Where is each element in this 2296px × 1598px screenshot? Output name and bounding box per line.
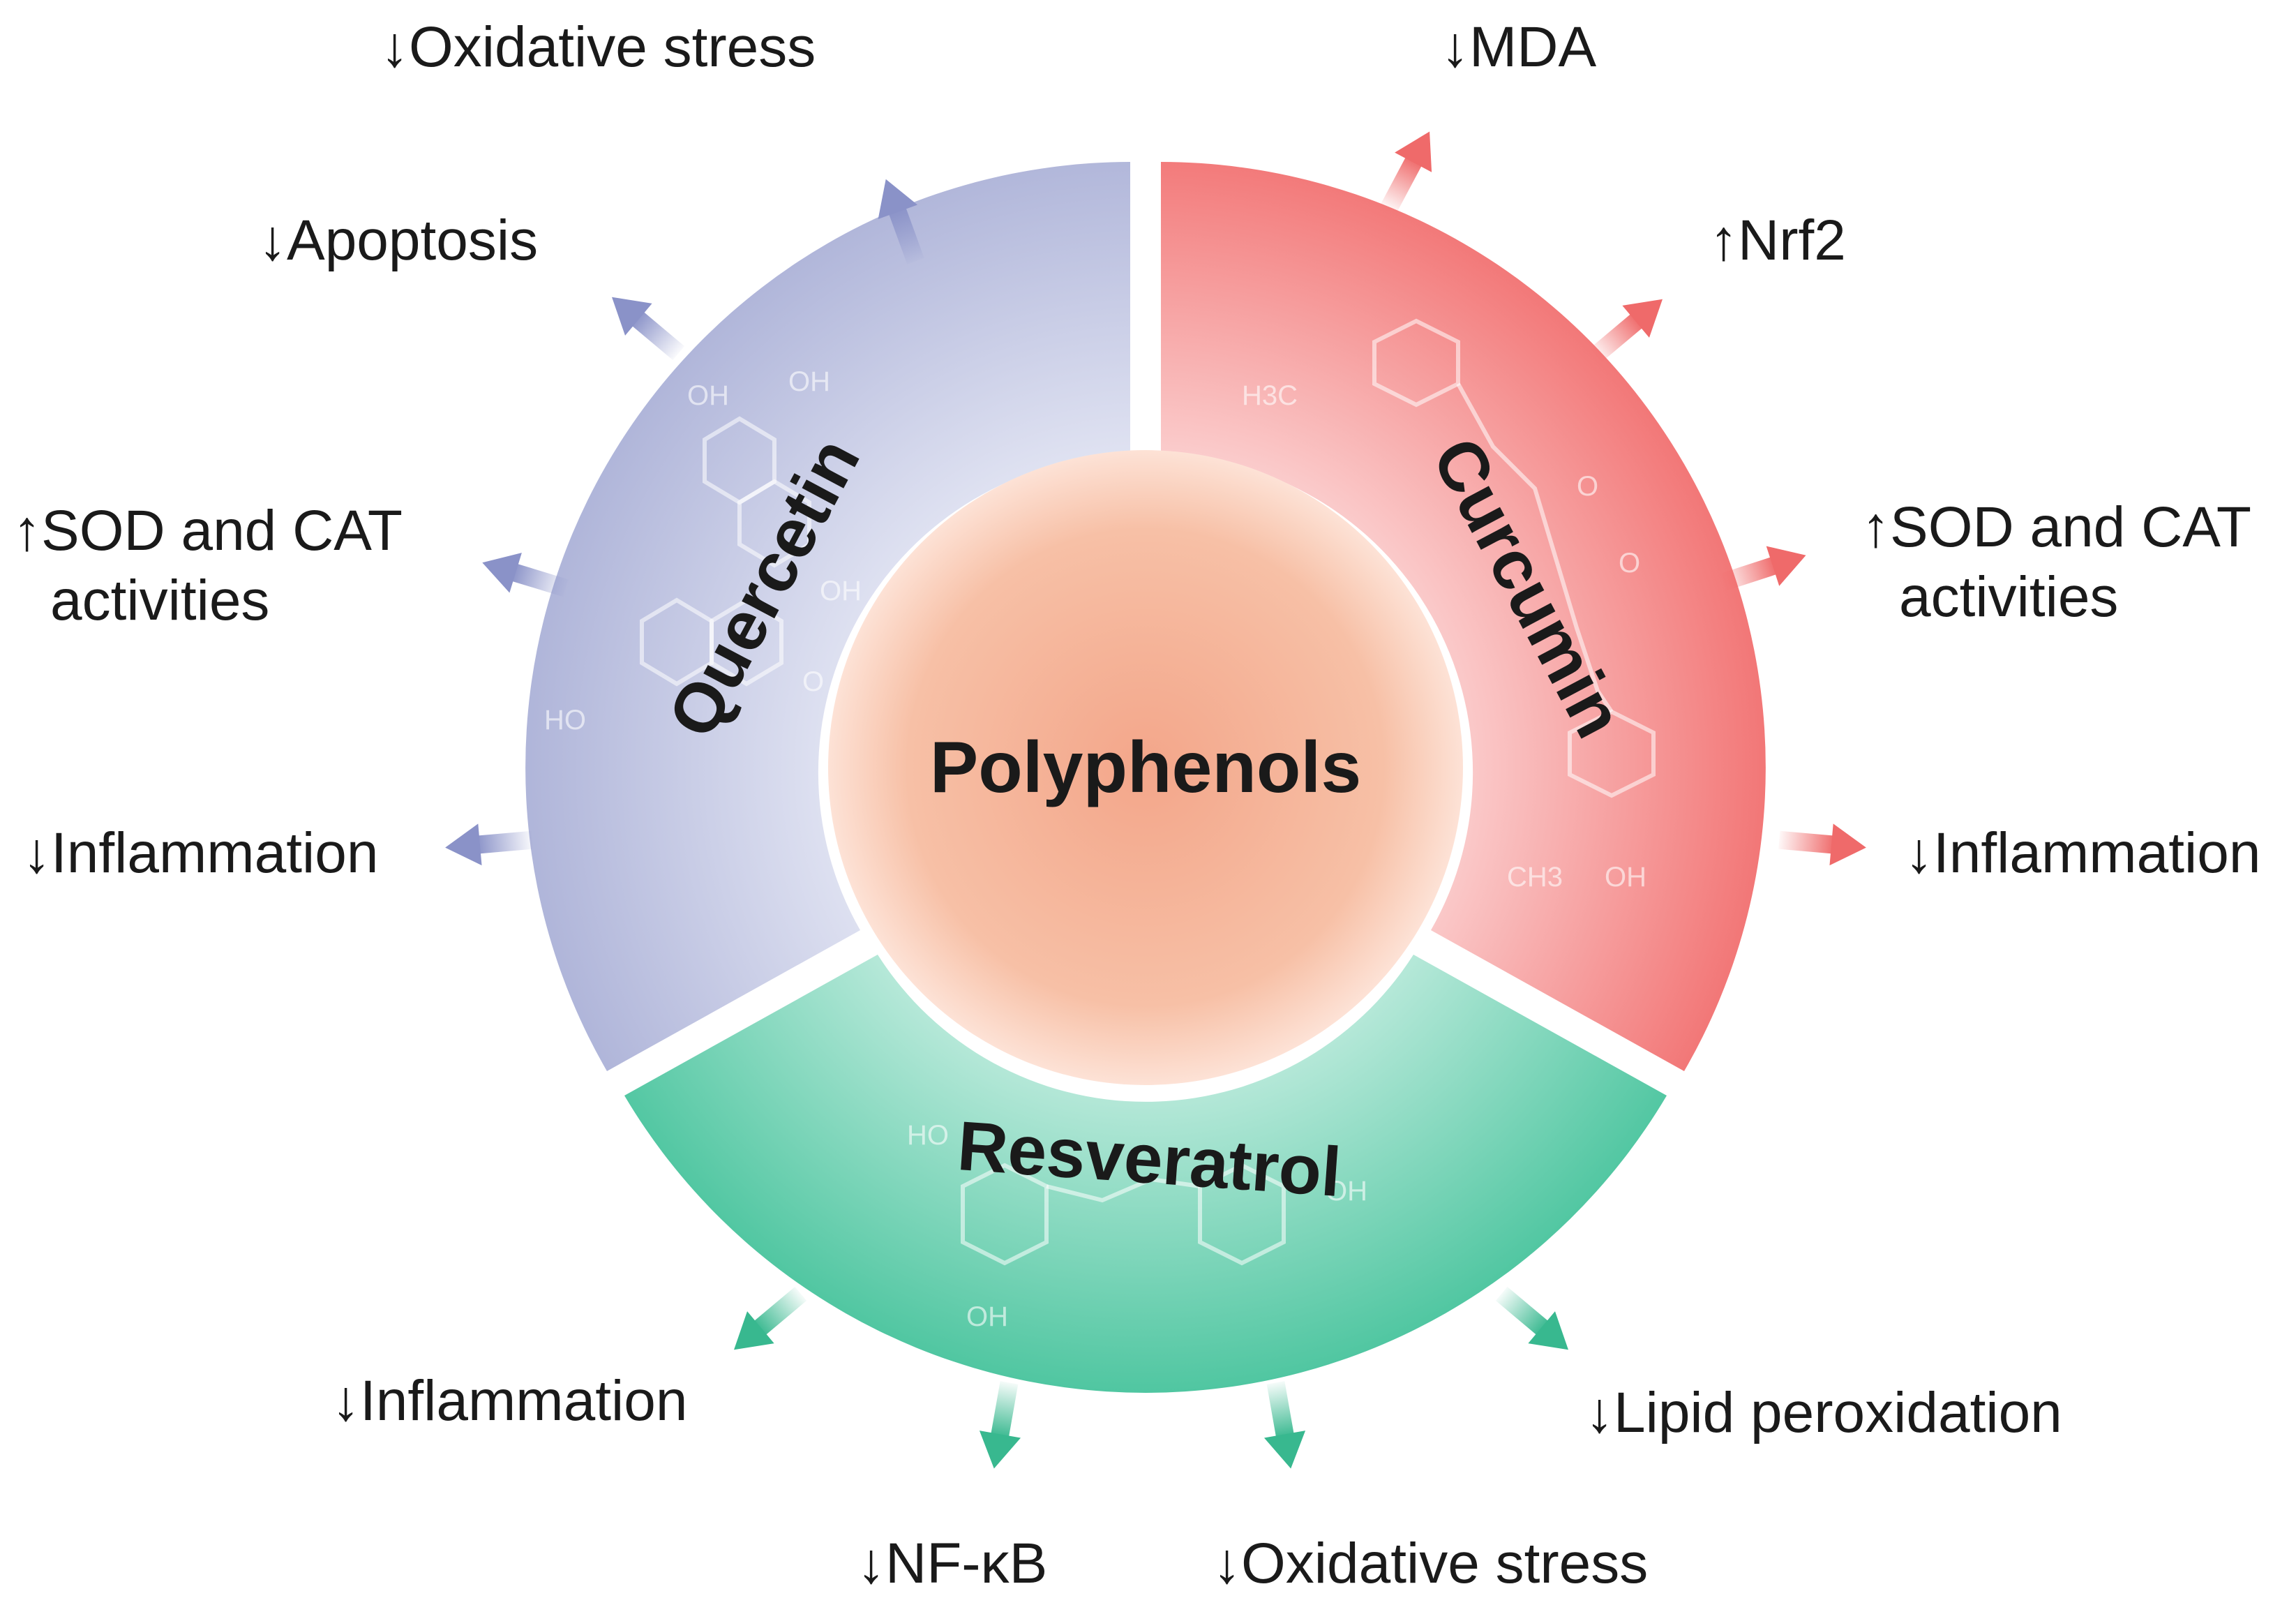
curcumin-effect-nrf2: ↑Nrf2	[1709, 209, 1846, 272]
curcumin-molecule: H3C O O CH3 OH	[1242, 318, 1656, 893]
up-arrow-icon: ↑	[1861, 495, 1890, 559]
curcumin-effect-inflammation: ↓Inflammation	[1905, 821, 2260, 885]
curcumin-ch3-label: CH3	[1507, 862, 1563, 893]
quercetin-molecule: OH OH OH HO O	[544, 366, 862, 735]
quercetin-effect-apoptosis: ↓Apoptosis	[258, 209, 538, 272]
curcumin-o-label-1: O	[1577, 471, 1598, 502]
resveratrol-arrow-4	[1495, 1286, 1568, 1350]
resveratrol-arrow-1	[734, 1286, 807, 1350]
curcumin-segment	[1161, 162, 1766, 1071]
quercetin-oh-label-3: OH	[820, 576, 862, 606]
curcumin-effect-mda: ↓MDA	[1441, 15, 1597, 79]
center-title: Polyphenols	[930, 727, 1361, 808]
down-arrow-icon: ↓	[1441, 15, 1469, 79]
quercetin-effect-inflammation: ↓Inflammation	[22, 821, 378, 885]
resveratrol-segment	[624, 955, 1667, 1393]
resveratrol-ho-label: HO	[907, 1120, 949, 1151]
resveratrol-effect-oxidative-stress: ↓Oxidative stress	[1213, 1532, 1648, 1595]
quercetin-arrow-1	[878, 179, 924, 264]
quercetin-arrow-3	[482, 553, 569, 597]
quercetin-segment	[525, 162, 1130, 1071]
curcumin-effect-sod-cat-line2: activities	[1899, 565, 2118, 629]
down-arrow-icon: ↓	[331, 1369, 360, 1433]
resveratrol-molecule: HO OH OH	[907, 1120, 1367, 1332]
down-arrow-icon: ↓	[1213, 1532, 1241, 1595]
curcumin-arrow-2	[1589, 299, 1663, 363]
down-arrow-icon: ↓	[22, 821, 51, 885]
down-arrow-icon: ↓	[1585, 1381, 1614, 1444]
center-circle	[828, 450, 1463, 1085]
quercetin-arrow-2	[612, 297, 685, 361]
quercetin-o-label: O	[802, 666, 824, 697]
quercetin-ho-label: HO	[544, 705, 586, 735]
up-arrow-icon: ↑	[13, 499, 41, 562]
quercetin-arrow-4	[445, 823, 533, 866]
quercetin-oh-label-2: OH	[788, 366, 830, 397]
quercetin-oh-label-1: OH	[687, 380, 729, 411]
up-arrow-icon: ↑	[1709, 209, 1738, 272]
curcumin-oh-label: OH	[1605, 862, 1646, 893]
down-arrow-icon: ↓	[380, 15, 409, 79]
curcumin-arrow-3	[1720, 546, 1806, 591]
resveratrol-arrow-2	[979, 1381, 1021, 1469]
resveratrol-arrow-3	[1263, 1381, 1306, 1469]
curcumin-h3c-label: H3C	[1242, 380, 1298, 411]
curcumin-o-label-2: O	[1619, 548, 1640, 578]
down-arrow-icon: ↓	[1905, 821, 1933, 885]
resveratrol-effect-inflammation: ↓Inflammation	[331, 1369, 687, 1433]
curcumin-arrow-1	[1380, 131, 1432, 213]
quercetin-effect-sod-cat-line2: activities	[50, 569, 269, 632]
curcumin-effect-sod-cat: ↑SOD and CAT	[1861, 495, 2251, 559]
down-arrow-icon: ↓	[857, 1532, 885, 1595]
down-arrow-icon: ↓	[258, 209, 287, 272]
curcumin-arrow-4	[1778, 823, 1866, 866]
quercetin-effect-oxidative-stress: ↓Oxidative stress	[380, 15, 816, 79]
resveratrol-effect-lipid-peroxidation: ↓Lipid peroxidation	[1585, 1381, 2062, 1444]
resveratrol-oh-label-2: OH	[966, 1301, 1008, 1332]
quercetin-effect-sod-cat: ↑SOD and CAT	[13, 499, 403, 562]
resveratrol-effect-nfkb: ↓NF-κB	[857, 1532, 1047, 1595]
resveratrol-oh-label-1: OH	[1326, 1176, 1367, 1207]
